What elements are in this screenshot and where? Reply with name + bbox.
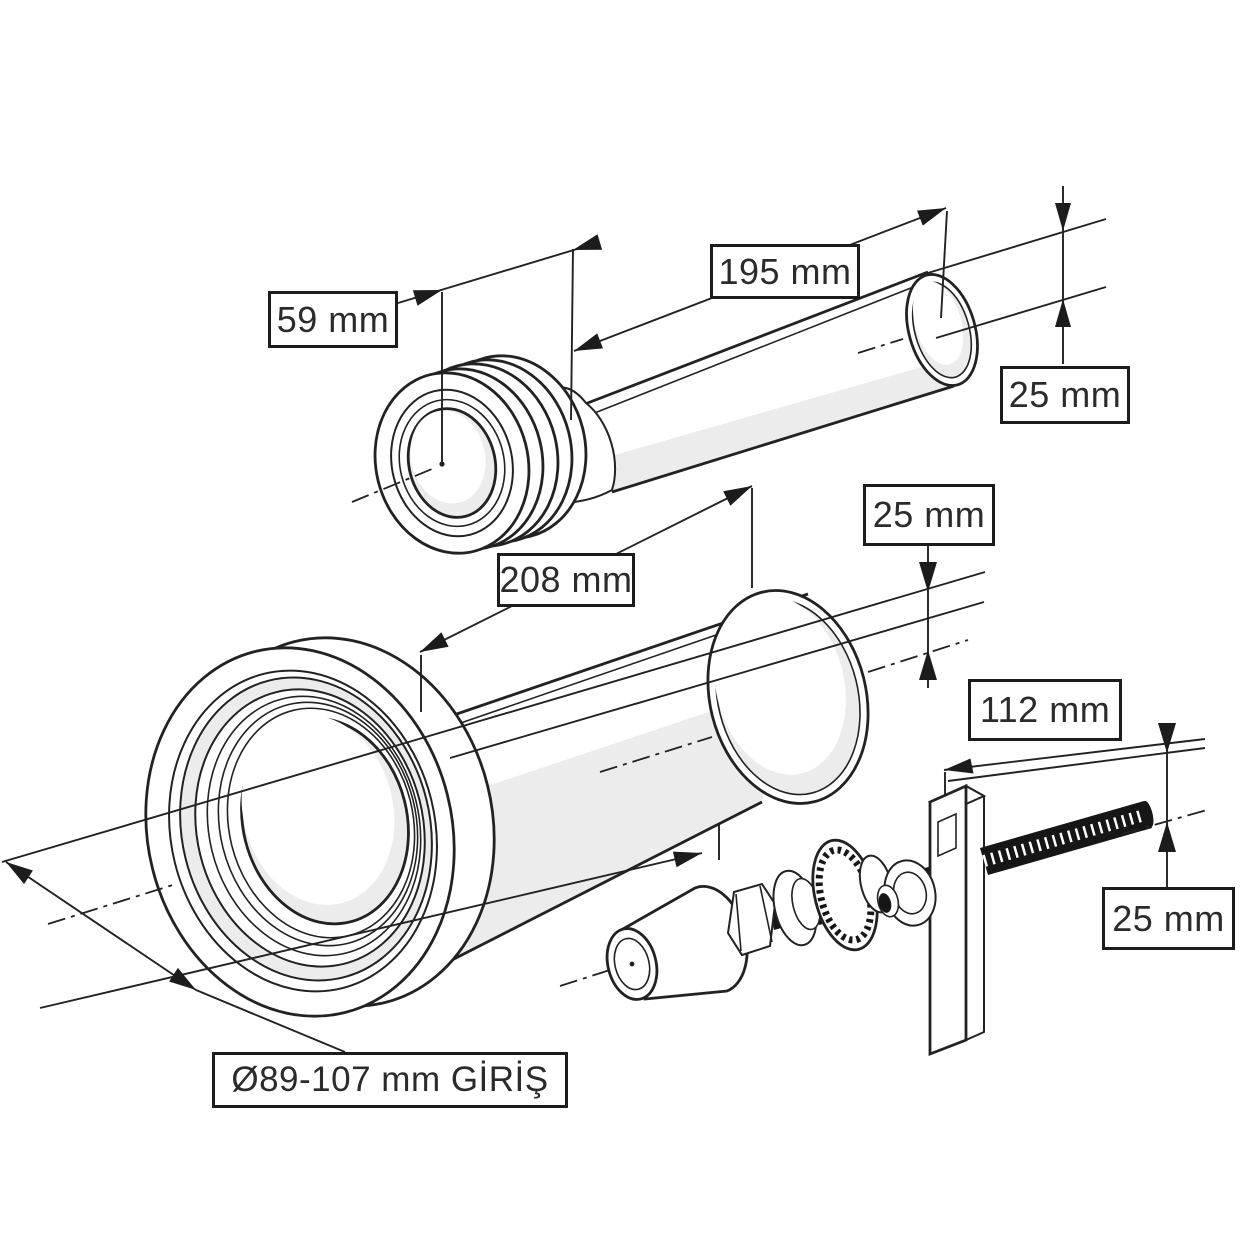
- inlet-flange-drawing: [144, 636, 496, 1018]
- dim-label-25mm-outlet: 25 mm: [1000, 366, 1130, 424]
- wall-bracket-icon: [927, 783, 987, 1057]
- dim-label-112mm: 112 mm: [968, 679, 1122, 741]
- threaded-rod-icon: [980, 801, 1152, 875]
- fixing-kit-drawing: [605, 783, 1154, 1057]
- dim-label-208mm: 208 mm: [497, 553, 635, 607]
- dim-label-25mm-rod: 25 mm: [1102, 887, 1235, 950]
- inlet-diameter-label: Ø89-107 mm GİRİŞ: [212, 1052, 568, 1108]
- dimension-annotations: [1, 186, 1208, 1053]
- dim-label-59mm: 59 mm: [268, 291, 398, 348]
- dim-label-25mm-offset: 25 mm: [863, 484, 995, 546]
- flush-pipe-drawing: [373, 270, 979, 555]
- dim-label-195mm: 195 mm: [710, 244, 860, 299]
